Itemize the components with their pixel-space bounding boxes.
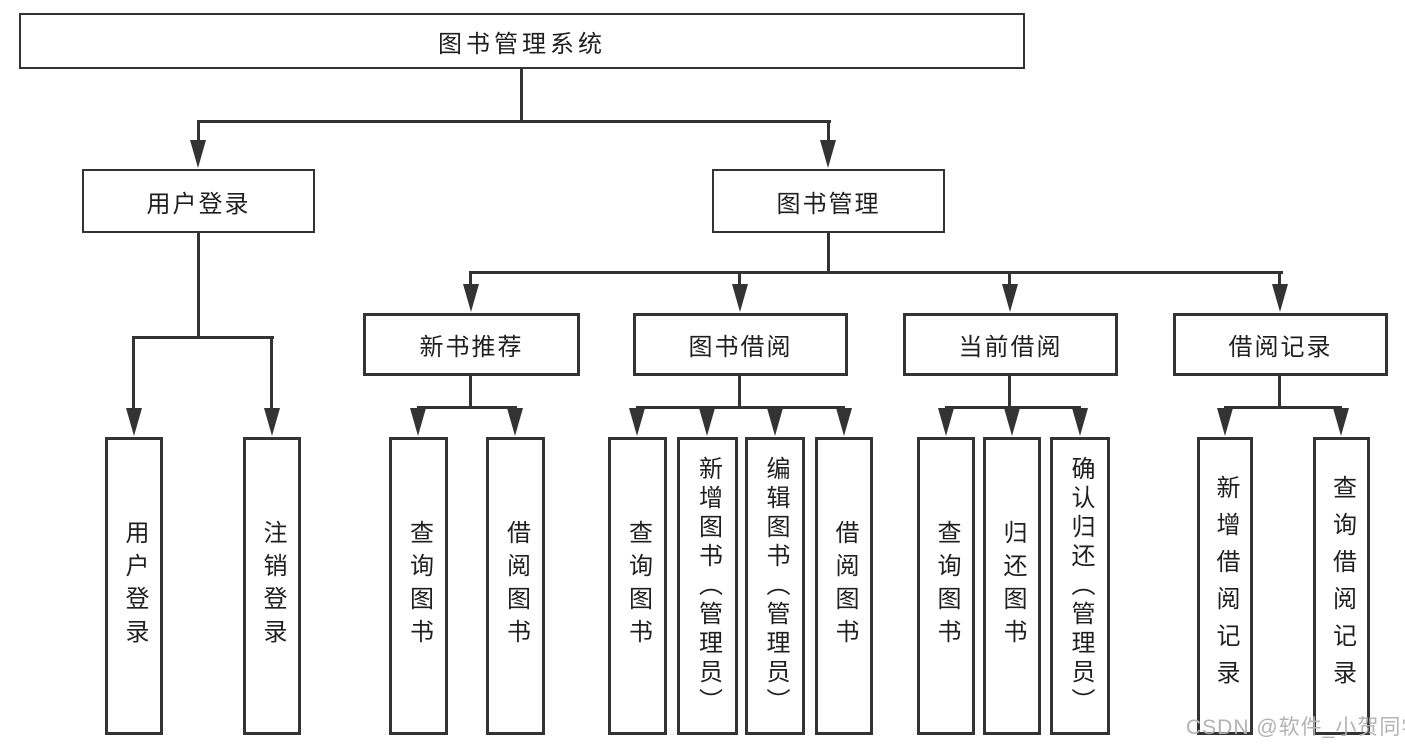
- arrow-down-icon: [767, 408, 783, 436]
- connector: [636, 406, 845, 409]
- connector: [270, 336, 273, 408]
- connector: [827, 120, 830, 142]
- arrow-down-icon: [507, 408, 523, 436]
- csdn-watermark: CSDN @软件_小贺同学: [1186, 716, 1405, 739]
- leaf-query-books-borrowing: 查询图书: [608, 437, 667, 735]
- leaf-edit-book-admin: 编辑图书（管理员）: [745, 437, 805, 735]
- arrow-down-icon: [1272, 284, 1288, 312]
- leaf-confirm-return-admin: 确认归还（管理员）: [1050, 437, 1110, 735]
- node-library-management-system: 图书管理系统: [19, 13, 1025, 69]
- connector: [417, 406, 517, 409]
- leaf-query-books-current: 查询图书: [917, 437, 975, 735]
- connector: [1278, 376, 1281, 406]
- arrow-down-icon: [410, 408, 426, 436]
- node-current-borrowing: 当前借阅: [903, 313, 1118, 376]
- connector: [469, 271, 1283, 274]
- leaf-add-book-admin: 新增图书（管理员）: [677, 437, 738, 735]
- arrow-down-icon: [836, 408, 852, 436]
- node-book-management: 图书管理: [712, 169, 945, 233]
- connector: [945, 406, 1081, 409]
- leaf-user-login: 用户登录: [105, 437, 163, 735]
- connector: [1278, 271, 1281, 286]
- arrow-down-icon: [264, 408, 280, 436]
- leaf-borrow-books: 借阅图书: [815, 437, 873, 735]
- leaf-query-borrow-record: 查询借阅记录: [1313, 437, 1370, 735]
- node-new-book-recommend: 新书推荐: [363, 313, 580, 376]
- node-borrowing-records: 借阅记录: [1173, 313, 1388, 376]
- leaf-logout: 注销登录: [243, 437, 301, 735]
- arrow-down-icon: [1002, 284, 1018, 312]
- arrow-down-icon: [1004, 408, 1020, 436]
- arrow-down-icon: [820, 140, 836, 168]
- connector: [197, 120, 831, 123]
- arrow-down-icon: [190, 140, 206, 168]
- arrow-down-icon: [463, 284, 479, 312]
- arrow-down-icon: [1333, 408, 1349, 436]
- node-book-borrowing: 图书借阅: [633, 313, 848, 376]
- leaf-borrow-books-recommend: 借阅图书: [486, 437, 545, 735]
- connector: [132, 336, 135, 408]
- arrow-down-icon: [699, 408, 715, 436]
- leaf-query-books-recommend: 查询图书: [389, 437, 448, 735]
- leaf-add-borrow-record: 新增借阅记录: [1197, 437, 1253, 735]
- connector: [197, 120, 200, 142]
- leaf-return-books: 归还图书: [983, 437, 1041, 735]
- connector: [469, 271, 472, 286]
- connector: [1008, 271, 1011, 286]
- arrow-down-icon: [1217, 408, 1233, 436]
- arrow-down-icon: [1072, 408, 1088, 436]
- connector: [1008, 376, 1011, 406]
- connector: [197, 233, 200, 336]
- arrow-down-icon: [629, 408, 645, 436]
- connector: [469, 376, 472, 406]
- arrow-down-icon: [732, 284, 748, 312]
- node-user-login: 用户登录: [82, 169, 315, 233]
- connector: [132, 336, 274, 339]
- connector: [827, 233, 830, 271]
- arrow-down-icon: [938, 408, 954, 436]
- connector: [1224, 406, 1342, 409]
- connector: [520, 69, 523, 120]
- arrow-down-icon: [126, 408, 142, 436]
- connector: [738, 376, 741, 406]
- connector: [738, 271, 741, 286]
